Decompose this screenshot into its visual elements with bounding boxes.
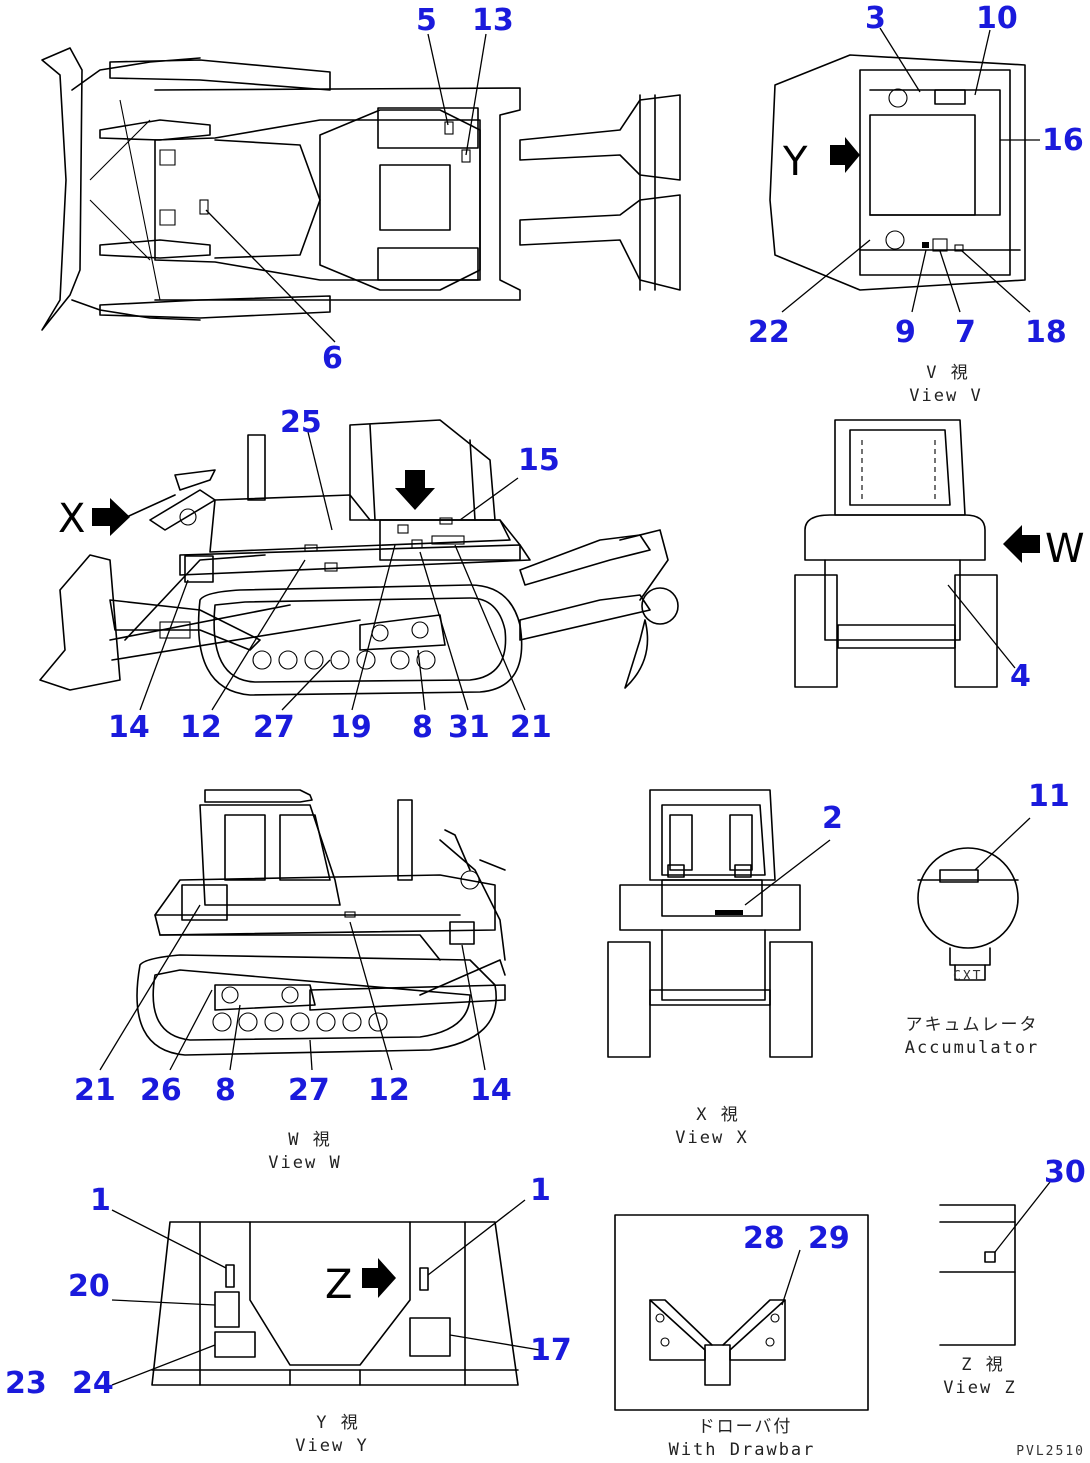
callout-12-w: 12	[368, 1073, 410, 1108]
view-x	[607, 789, 831, 1058]
callout-22: 22	[748, 315, 790, 350]
callout-28: 28	[743, 1221, 785, 1256]
accumulator-caption-en: Accumulator	[905, 1038, 1040, 1058]
view-z	[939, 1181, 1051, 1346]
view-y-caption-jp: Y 視	[316, 1413, 359, 1433]
view-v-letter-y: Y	[782, 139, 808, 185]
view-y-caption-en: View Y	[295, 1436, 368, 1456]
view-w	[99, 789, 506, 1071]
drawing-code: PVL2510	[1016, 1444, 1085, 1459]
callout-4: 4	[1010, 659, 1031, 694]
drawbar-caption-jp: ドローバ付	[698, 1417, 793, 1437]
callout-21-w: 21	[74, 1073, 116, 1108]
callout-15: 15	[518, 443, 560, 478]
rear-view	[794, 419, 1040, 688]
callout-6: 6	[322, 341, 343, 376]
callout-9: 9	[895, 315, 916, 350]
callout-5: 5	[416, 3, 437, 38]
callout-14: 14	[108, 710, 150, 745]
view-v-caption-jp: V 視	[926, 363, 969, 383]
callout-18: 18	[1025, 315, 1067, 350]
callout-27-w: 27	[288, 1073, 330, 1108]
view-v	[769, 27, 1040, 313]
callout-26: 26	[140, 1073, 182, 1108]
callout-10: 10	[976, 1, 1018, 36]
view-x-caption-en: View X	[675, 1128, 748, 1148]
callout-19: 19	[330, 710, 372, 745]
view-w-caption-jp: W 視	[288, 1130, 331, 1150]
view-y-letter-z: Z	[325, 1262, 352, 1308]
callout-17: 17	[530, 1333, 572, 1368]
callout-30: 30	[1044, 1155, 1086, 1190]
callout-13: 13	[472, 3, 514, 38]
callout-21: 21	[510, 710, 552, 745]
side-view-left	[39, 419, 679, 711]
callout-23: 23	[5, 1366, 47, 1401]
callout-8-w: 8	[215, 1073, 236, 1108]
view-w-caption-en: View W	[268, 1153, 341, 1173]
rear-view-letter-w: W	[1045, 526, 1085, 572]
accumulator-caption-jp: アキュムレータ	[906, 1015, 1039, 1035]
view-y	[111, 1199, 541, 1386]
callout-14-w: 14	[470, 1073, 512, 1108]
callout-3: 3	[865, 1, 886, 36]
callout-1-right: 1	[530, 1173, 551, 1208]
callout-8: 8	[412, 710, 433, 745]
callout-7: 7	[955, 315, 976, 350]
callout-16: 16	[1042, 123, 1084, 158]
side-view-letter-x: X	[58, 496, 85, 542]
drawbar-view	[614, 1214, 869, 1411]
callout-31: 31	[448, 710, 490, 745]
top-view	[41, 33, 681, 343]
view-x-caption-jp: X 視	[696, 1105, 739, 1125]
accumulator-view	[917, 817, 1031, 981]
accumulator-label: CXT	[953, 969, 982, 984]
callout-12: 12	[180, 710, 222, 745]
callout-1-left: 1	[90, 1183, 111, 1218]
callout-29: 29	[808, 1221, 850, 1256]
view-z-caption-en: View Z	[943, 1378, 1016, 1398]
callout-24: 24	[72, 1366, 114, 1401]
callout-11: 11	[1028, 779, 1070, 814]
view-z-caption-jp: Z 視	[961, 1355, 1004, 1375]
callout-2: 2	[822, 801, 843, 836]
view-v-caption-en: View V	[909, 386, 982, 406]
callout-20: 20	[68, 1269, 110, 1304]
callout-27: 27	[253, 710, 295, 745]
callout-25: 25	[280, 405, 322, 440]
drawbar-caption-en: With Drawbar	[669, 1440, 816, 1460]
